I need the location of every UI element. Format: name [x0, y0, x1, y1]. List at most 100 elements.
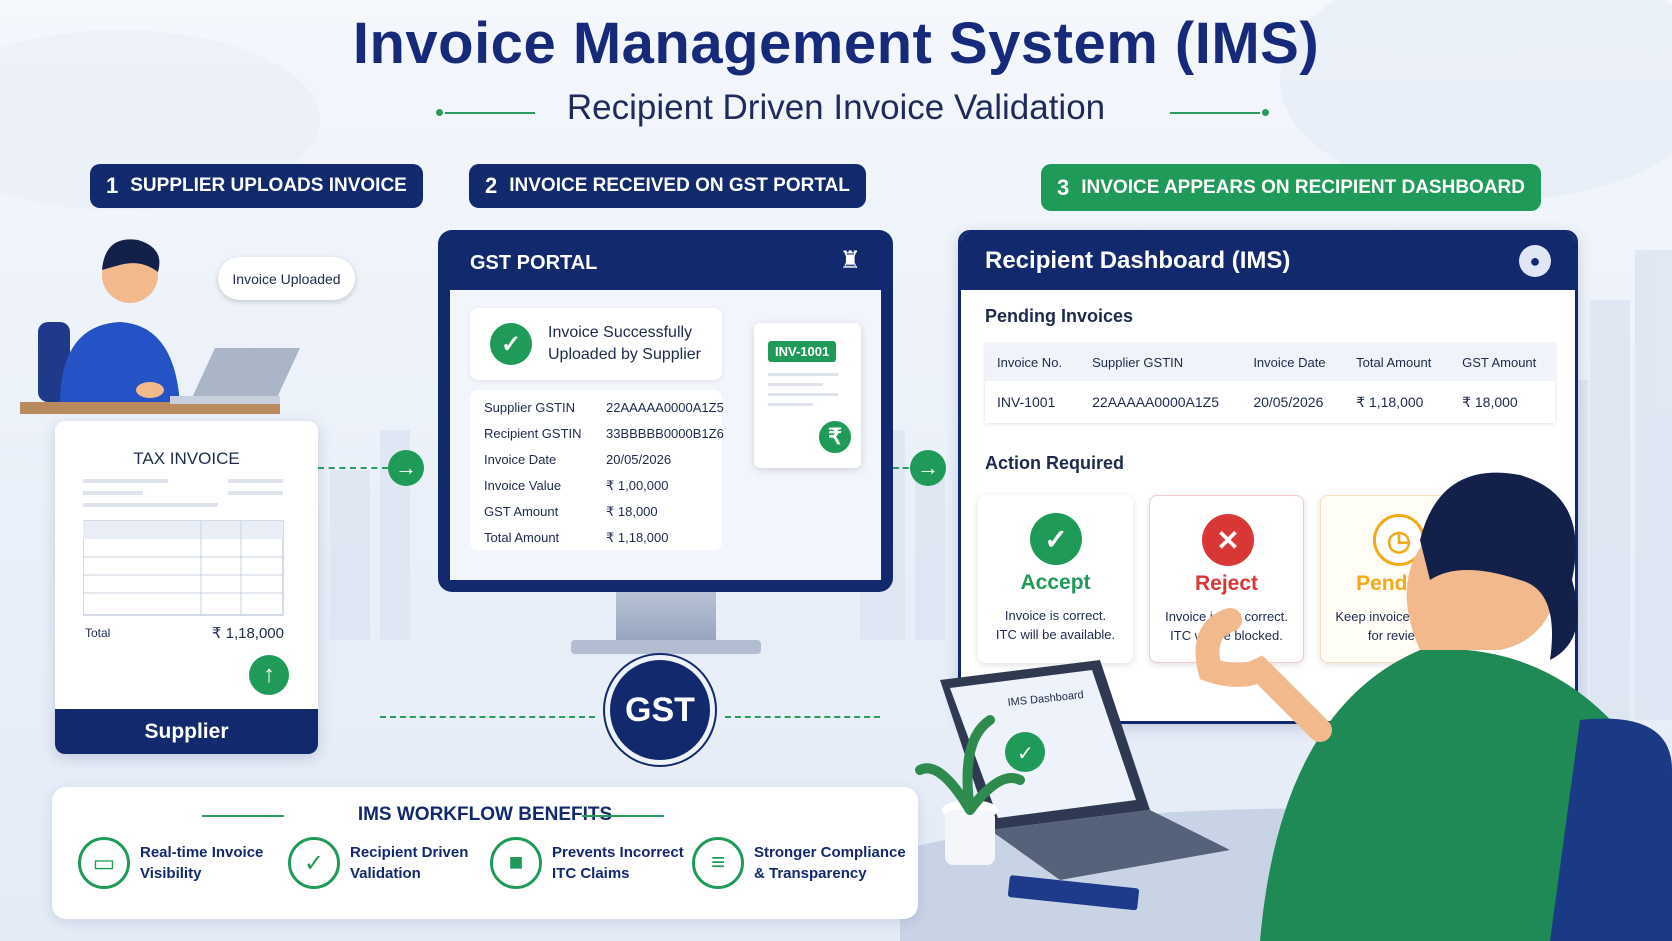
table-cell: INV-1001: [985, 381, 1081, 423]
step-2-badge: 2 INVOICE RECEIVED ON GST PORTAL: [469, 164, 866, 208]
invoice-document-icon: INV-1001 ₹: [754, 323, 861, 468]
svg-text:✓: ✓: [1017, 741, 1034, 765]
subtitle-dot-right: [1262, 109, 1269, 116]
connector-1: [318, 467, 388, 469]
desc-line-2: for review.: [1367, 628, 1428, 643]
page-subtitle: Recipient Driven Invoice Validation: [566, 88, 1106, 127]
arrow-right-icon: →: [910, 450, 946, 486]
subtitle-rule-right: [1170, 112, 1260, 114]
success-line-1: Invoice Successfully: [548, 324, 693, 341]
tax-invoice-card: TAX INVOICE Total ₹ 1,18,000 ↑ Supplier: [55, 421, 318, 754]
tax-invoice-title: TAX INVOICE: [133, 449, 240, 468]
supplier-person-illustration: [20, 239, 300, 414]
check-icon: ✓: [1030, 513, 1082, 565]
accept-action-card[interactable]: ✓ Accept Invoice is correct. ITC will be…: [978, 495, 1133, 663]
monitor-base: [571, 640, 761, 654]
table-cell: ₹ 1,18,000: [1344, 381, 1451, 423]
benefit-line-2: Validation: [350, 865, 421, 882]
detail-label: Recipient GSTIN: [484, 426, 582, 441]
emblem-icon: ♜: [839, 247, 861, 274]
invoice-lines-graphic: [83, 479, 284, 616]
benefit-line-2: Visibility: [140, 865, 202, 882]
shield-check-icon: ✓: [288, 837, 340, 889]
monitor-stand: [616, 592, 716, 642]
x-icon: ✕: [1202, 514, 1254, 566]
detail-row: Invoice Value₹ 1,00,000: [484, 478, 724, 493]
arrow-right-icon: →: [388, 450, 424, 486]
user-avatar-icon[interactable]: ●: [1519, 245, 1551, 277]
step-number: 2: [485, 173, 498, 198]
benefit-line-2: ITC Claims: [552, 865, 630, 882]
check-icon: ✓: [490, 323, 532, 365]
document-icon: ≡: [692, 837, 744, 889]
detail-value: ₹ 1,18,000: [606, 530, 669, 545]
benefit-line-2: & Transparency: [754, 865, 867, 882]
column-header: Total Amount: [1344, 343, 1451, 381]
column-header: Supplier GSTIN: [1080, 343, 1242, 381]
monitor-icon: ▭: [78, 837, 130, 889]
detail-label: Invoice Date: [484, 452, 557, 467]
workflow-benefits-panel: IMS WORKFLOW BENEFITS ▭ Real-time Invoic…: [52, 787, 918, 919]
benefit-text: Stronger Compliance & Transparency: [754, 842, 906, 884]
column-header: GST Amount: [1450, 343, 1555, 381]
subtitle-dot-left: [436, 109, 443, 116]
document-lines: [768, 373, 838, 406]
step-1-badge: 1 SUPPLIER UPLOADS INVOICE: [90, 164, 423, 208]
column-header: Invoice Date: [1241, 343, 1345, 381]
dashboard-title: Recipient Dashboard (IMS): [985, 247, 1291, 274]
rupee-icon: ₹: [816, 418, 854, 456]
connector-3: [380, 716, 595, 718]
accept-label: Accept: [1020, 571, 1091, 594]
upload-success-box: ✓ Invoice Successfully Uploaded by Suppl…: [470, 308, 722, 380]
detail-row: Recipient GSTIN 33BBBBB0000B1Z6: [484, 426, 724, 441]
gst-portal-title: GST PORTAL: [470, 252, 598, 274]
step-number: 3: [1057, 174, 1070, 200]
benefit-line-1: Real-time Invoice: [140, 844, 264, 861]
desc-line-2: ITC will be available.: [995, 627, 1116, 642]
detail-value: 33BBBBB0000B1Z6: [606, 426, 724, 441]
step-label: INVOICE RECEIVED ON GST PORTAL: [509, 175, 850, 196]
step-label: SUPPLIER UPLOADS INVOICE: [130, 175, 407, 196]
gst-badge: GST: [610, 660, 710, 760]
invoice-uploaded-bubble: Invoice Uploaded: [218, 257, 355, 300]
table-header-row: Invoice No. Supplier GSTIN Invoice Date …: [985, 343, 1555, 381]
accept-description: Invoice is correct. ITC will be availabl…: [978, 606, 1133, 644]
desc-line-1: Invoice is correct.: [1004, 608, 1107, 623]
detail-row: Total Amount ₹ 1,18,000: [484, 530, 724, 545]
table-cell: 20/05/2026: [1241, 381, 1345, 423]
table-row[interactable]: INV-1001 22AAAAA0000A1Z5 20/05/2026 ₹ 1,…: [985, 381, 1555, 423]
subtitle-rule-left: [445, 112, 535, 114]
success-line-2: Uploaded by Supplier: [548, 346, 701, 363]
detail-label: GST Amount: [484, 504, 559, 519]
step-3-badge: 3 INVOICE APPEARS ON RECIPIENT DASHBOARD: [1041, 164, 1541, 211]
pending-invoices-table: Invoice No. Supplier GSTIN Invoice Date …: [985, 343, 1555, 423]
column-header: Invoice No.: [985, 343, 1081, 381]
recipient-person-illustration: IMS Dashboard ✓: [900, 472, 1672, 941]
table-cell: 22AAAAA0000A1Z5: [1080, 381, 1242, 423]
benefits-rule-right: [582, 815, 664, 817]
dashboard-header: Recipient Dashboard (IMS) ●: [961, 233, 1575, 290]
success-message: Invoice Successfully Uploaded by Supplie…: [548, 322, 701, 366]
lock-icon: ■: [490, 837, 542, 889]
total-value: ₹ 1,18,000: [211, 625, 284, 642]
pending-invoices-heading: Pending Invoices: [985, 306, 1134, 326]
table-cell: ₹ 18,000: [1450, 381, 1555, 423]
arrow-up-icon[interactable]: ↑: [249, 655, 289, 695]
benefit-line-1: Recipient Driven: [350, 844, 469, 861]
detail-label: Total Amount: [484, 530, 560, 545]
benefit-line-1: Stronger Compliance: [754, 844, 906, 861]
detail-label: Invoice Value: [484, 478, 562, 493]
step-number: 1: [106, 173, 119, 198]
benefit-line-1: Prevents Incorrect: [552, 844, 684, 861]
total-label: Total: [85, 626, 111, 640]
gst-portal-monitor: GST PORTAL ♜ ✓ Invoice Successfully Uplo…: [438, 230, 893, 592]
